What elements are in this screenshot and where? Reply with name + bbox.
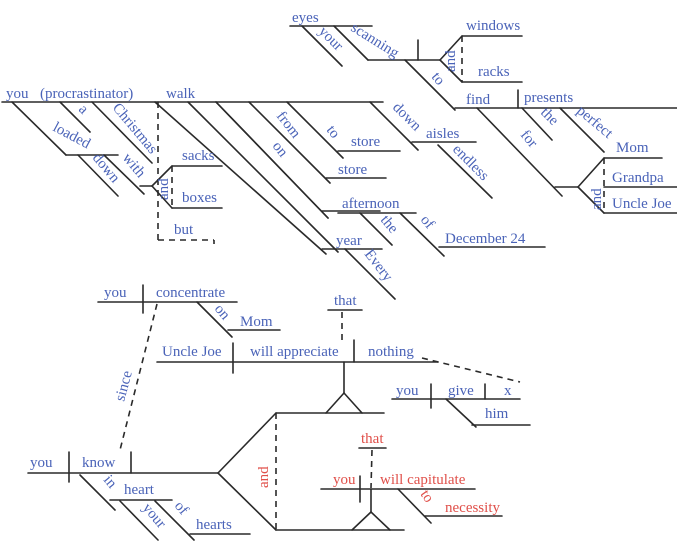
word-a: a xyxy=(75,102,91,118)
word-christmas: Christmas xyxy=(109,100,160,157)
word-you: you xyxy=(333,472,356,488)
word-aisles: aisles xyxy=(426,126,459,142)
word-concentrate: concentrate xyxy=(156,285,225,301)
word-of: of xyxy=(171,498,191,518)
word-x: x xyxy=(504,383,512,399)
clause-appreciate-lines xyxy=(156,309,521,414)
word-uncle-joe: Uncle Joe xyxy=(612,196,672,212)
word-you: you xyxy=(30,455,53,471)
word-afternoon: afternoon xyxy=(342,196,400,212)
word-boxes: boxes xyxy=(182,190,217,206)
word-will-capitulate: will capitulate xyxy=(380,472,466,488)
word-find: find xyxy=(466,92,491,108)
word-store: store xyxy=(351,134,381,150)
word-loaded: loaded xyxy=(50,119,93,152)
word-give: give xyxy=(448,383,474,399)
word-presents: presents xyxy=(524,90,573,106)
word-heart: heart xyxy=(124,482,155,498)
word-will-appreciate: will appreciate xyxy=(250,344,339,360)
word-necessity: necessity xyxy=(445,500,500,516)
conjunction-and: and xyxy=(589,188,605,210)
word-windows: windows xyxy=(466,18,520,34)
word-in: in xyxy=(100,472,120,492)
main-clause-lines xyxy=(1,101,546,300)
word-down: down xyxy=(389,100,424,135)
word-every: Every xyxy=(361,247,396,285)
word-your: your xyxy=(315,24,346,55)
word-store: store xyxy=(338,162,368,178)
participle-phrase-eyes-scanning xyxy=(289,25,677,214)
word-your: your xyxy=(139,500,169,531)
word-mom: Mom xyxy=(240,314,273,330)
word-him: him xyxy=(485,406,509,422)
clause-concentrate-lines xyxy=(97,284,281,451)
word-you: you xyxy=(6,86,29,102)
word-eyes: eyes xyxy=(292,10,319,26)
conjunction-but: but xyxy=(174,222,194,238)
word-for: for xyxy=(517,127,541,151)
word-year: year xyxy=(336,233,362,249)
word-procrastinator: (procrastinator) xyxy=(40,86,133,102)
word-uncle-joe: Uncle Joe xyxy=(162,344,222,360)
conjunction-and: and xyxy=(256,466,272,488)
word-mom: Mom xyxy=(616,140,649,156)
word-walk: walk xyxy=(166,86,196,102)
clause-capitulate-lines xyxy=(320,447,503,531)
conjunction-and: and xyxy=(443,50,459,72)
word-you: you xyxy=(396,383,419,399)
clause-know-lines xyxy=(27,412,405,541)
word-to: to xyxy=(417,487,437,506)
word-nothing: nothing xyxy=(368,344,414,360)
word-racks: racks xyxy=(478,64,510,80)
word-of: of xyxy=(417,212,437,232)
conjunction-and: and xyxy=(156,178,172,200)
word-december-24: December 24 xyxy=(445,231,526,247)
relative-pronoun-that: that xyxy=(334,293,357,309)
word-hearts: hearts xyxy=(196,517,232,533)
word-sacks: sacks xyxy=(182,148,215,164)
conjunction-since: since xyxy=(112,369,136,403)
word-know: know xyxy=(82,455,116,471)
clause-give-lines xyxy=(391,383,531,428)
word-you: you xyxy=(104,285,127,301)
relative-pronoun-that: that xyxy=(361,431,384,447)
word-on: on xyxy=(269,139,291,161)
word-to: to xyxy=(323,123,343,142)
word-scanning: scanning xyxy=(348,20,402,62)
word-grandpa: Grandpa xyxy=(612,170,664,186)
